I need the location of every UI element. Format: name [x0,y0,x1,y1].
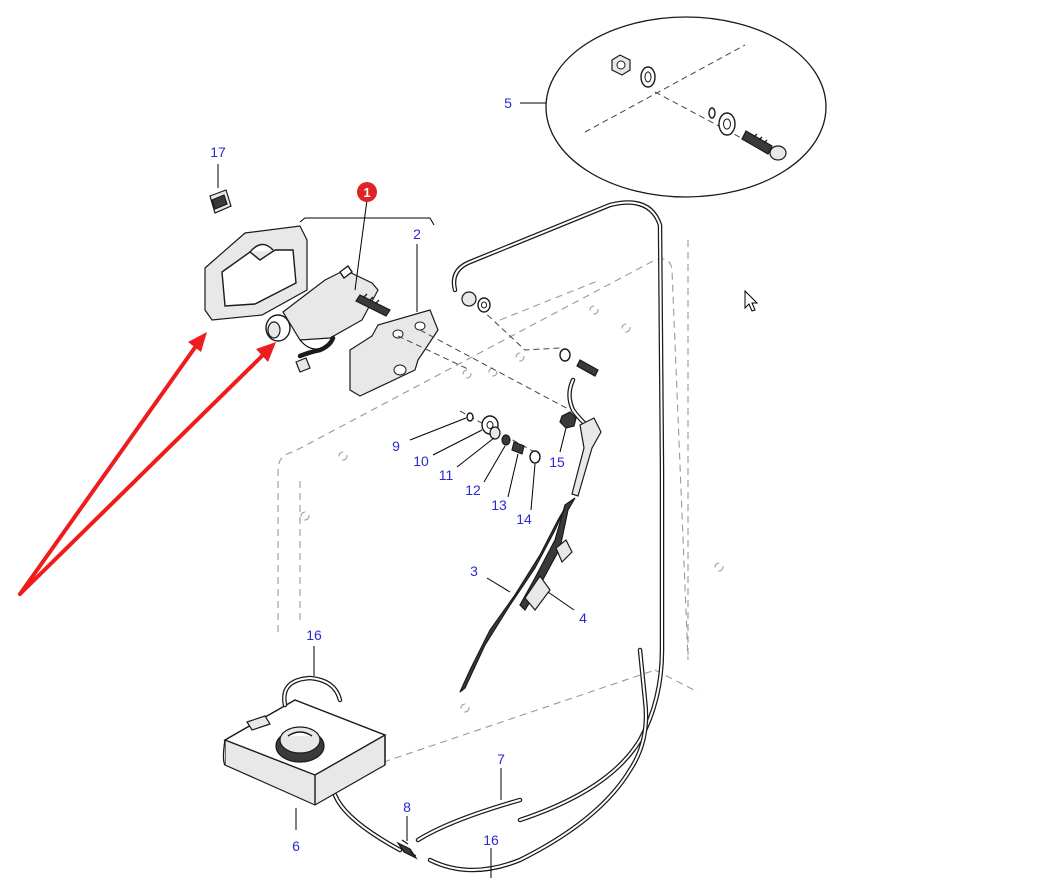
callout-4: 4 [579,610,587,626]
callout-1: 1 [363,185,370,200]
callout-16-reservoir: 16 [306,627,322,643]
red-arrows [18,332,276,596]
callout-15: 15 [549,454,565,470]
group-bracket [299,199,435,291]
washer-reservoir [222,646,387,830]
hose-leaders [490,768,502,878]
callout-labels: 2 3 4 5 6 7 8 9 10 11 12 13 14 15 16 16 … [210,95,587,854]
callout-8: 8 [403,799,411,815]
washer-hose-lower [332,647,649,873]
highlight-badge: 1 [357,182,377,202]
motor-bracket [349,244,439,397]
mouse-cursor-icon [744,289,759,312]
callout-17: 17 [210,144,226,160]
wiper-motor [265,264,391,373]
callout-3: 3 [470,563,478,579]
callout-2: 2 [413,226,421,242]
washer-hose-top [451,200,665,823]
motor-cover [204,225,308,321]
callout-16-hose: 16 [483,832,499,848]
callout-10: 10 [413,453,429,469]
cab-outline [277,240,724,767]
callout-7: 7 [497,751,505,767]
callout-11: 11 [439,467,454,483]
hose-connector [396,816,418,860]
hardware-set [409,411,577,511]
detail-bubble [520,16,827,198]
callout-5: 5 [504,95,512,111]
rocker-switch [209,164,232,214]
callout-6: 6 [292,838,300,854]
wiper-arm-blade [459,417,602,693]
callout-9: 9 [392,438,400,454]
callout-12: 12 [465,482,481,498]
callout-13: 13 [491,497,507,513]
callout-14: 14 [516,511,532,527]
